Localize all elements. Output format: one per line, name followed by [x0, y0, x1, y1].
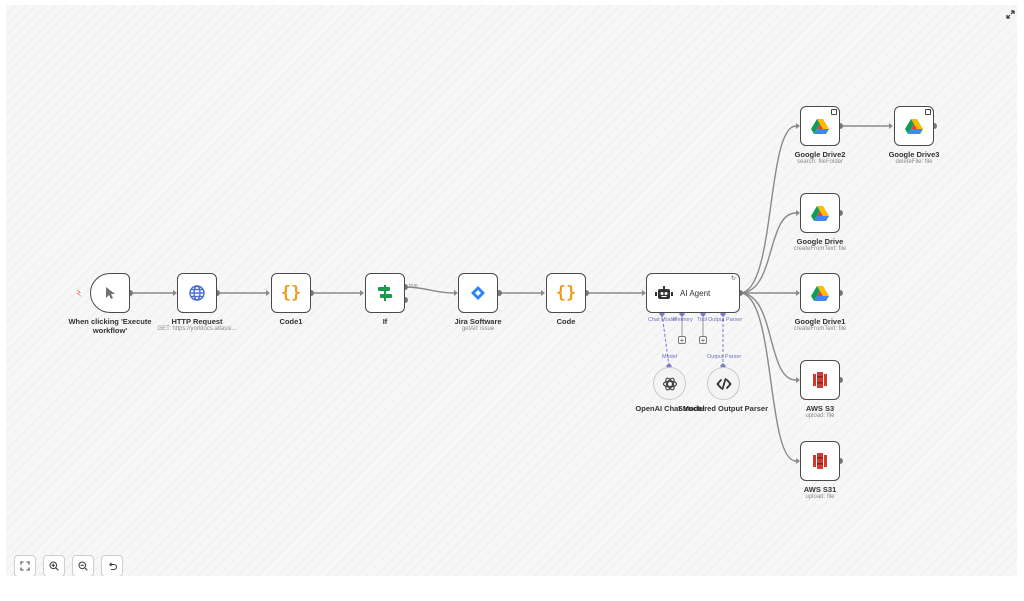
- aws-s3-bucket-icon: [813, 453, 827, 469]
- add-memory-button[interactable]: +: [678, 336, 686, 345]
- reset-zoom-button[interactable]: [101, 555, 123, 576]
- jira-sub: getAll: issue: [461, 326, 495, 332]
- openai-icon: [662, 377, 677, 390]
- google-drive1-sub: createFromText: file: [793, 326, 847, 332]
- code-braces-icon: {}: [280, 283, 302, 303]
- edge-agent-gdrive: [739, 212, 797, 294]
- edge-if-jira: [404, 286, 455, 294]
- openai-chat-model-node[interactable]: [653, 367, 686, 400]
- aws-s3-bucket-icon: [813, 372, 827, 388]
- google-drive-label: Google Drive: [796, 237, 844, 246]
- agent-port-memory: Memory: [673, 317, 693, 323]
- agent-port-output-parser: Output Parser: [708, 317, 743, 323]
- trigger-bolt-icon: [76, 289, 82, 297]
- code-node[interactable]: {}: [546, 273, 586, 313]
- ai-agent-label: AI Agent: [680, 288, 711, 298]
- trigger-node[interactable]: [90, 273, 130, 313]
- google-drive3-node[interactable]: [894, 106, 934, 146]
- http-request-node[interactable]: [177, 273, 217, 313]
- node-badge-icon: [925, 109, 931, 115]
- structured-output-parser-node[interactable]: [707, 367, 740, 400]
- agent-port-tool: Tool: [697, 317, 708, 323]
- jira-label: Jira Software: [454, 317, 502, 326]
- zoom-in-button[interactable]: [43, 555, 65, 576]
- http-request-sub: GET: https://yoridocs.atlassi...: [157, 326, 237, 332]
- if-true-label: true: [409, 283, 418, 289]
- globe-icon: [189, 285, 205, 301]
- google-drive-icon: [811, 119, 829, 134]
- expand-icon: [1005, 9, 1015, 19]
- google-drive3-sub: deleteFile: file: [895, 159, 933, 165]
- google-drive3-label: Google Drive3: [888, 150, 940, 159]
- aws-s3-sub: upload: file: [805, 413, 835, 419]
- google-drive-node[interactable]: [800, 193, 840, 233]
- trigger-label: When clicking 'Execute workflow': [68, 317, 152, 335]
- edge-agent-s31: [739, 292, 797, 462]
- code1-node[interactable]: {}: [271, 273, 311, 313]
- if-label: If: [382, 317, 388, 326]
- google-drive-icon: [905, 119, 923, 134]
- zoom-to-fit-button[interactable]: [14, 555, 36, 576]
- robot-icon: [655, 286, 673, 299]
- edge-agent-gdrive2: [739, 125, 797, 294]
- aws-s31-sub: upload: file: [805, 494, 835, 500]
- node-badge-icon: [831, 109, 837, 115]
- google-drive1-label: Google Drive1: [794, 317, 846, 326]
- jira-node[interactable]: [458, 273, 498, 313]
- google-drive-icon: [811, 286, 829, 301]
- google-drive-icon: [811, 206, 829, 221]
- openai-edge-label: Model: [662, 354, 677, 360]
- undo-icon: [109, 562, 117, 571]
- agent-port-chat-model: Chat Model: [648, 317, 677, 323]
- zoom-out-button[interactable]: [72, 555, 94, 576]
- add-tool-button[interactable]: +: [699, 336, 707, 345]
- google-drive2-node[interactable]: [800, 106, 840, 146]
- aws-s31-node[interactable]: [800, 441, 840, 481]
- fit-view-icon: [20, 561, 30, 571]
- google-drive-sub: createFromText: file: [793, 246, 847, 252]
- aws-s3-label: AWS S3: [805, 404, 835, 413]
- code-braces-icon: {}: [555, 283, 577, 303]
- parser-edge-label: Output Parser: [707, 354, 742, 360]
- jira-icon: [471, 286, 485, 300]
- edge-agent-s3: [739, 292, 797, 381]
- if-node[interactable]: [365, 273, 405, 313]
- parser-label: Structured Output Parser: [677, 404, 768, 413]
- zoom-out-icon: [78, 561, 88, 571]
- branch-signpost-icon: [378, 285, 392, 301]
- code-label: Code: [556, 317, 576, 326]
- aws-s3-node[interactable]: [800, 360, 840, 400]
- ai-agent-node[interactable]: AI Agent ↻: [646, 273, 740, 313]
- aws-s31-label: AWS S31: [803, 485, 837, 494]
- edge-openai-agent: [661, 313, 670, 367]
- google-drive1-node[interactable]: [800, 273, 840, 313]
- code1-label: Code1: [279, 317, 303, 326]
- fullscreen-button[interactable]: [1004, 8, 1016, 20]
- cursor-icon: [106, 287, 115, 299]
- openai-label: OpenAI Chat Model: [635, 404, 705, 413]
- workflow-canvas[interactable]: When clicking 'Execute workflow' HTTP Re…: [6, 5, 1017, 576]
- zoom-in-icon: [49, 561, 59, 571]
- refresh-icon: ↻: [730, 276, 736, 282]
- google-drive2-label: Google Drive2: [794, 150, 846, 159]
- http-request-label: HTTP Request: [171, 317, 223, 326]
- code-tag-icon: [716, 377, 731, 390]
